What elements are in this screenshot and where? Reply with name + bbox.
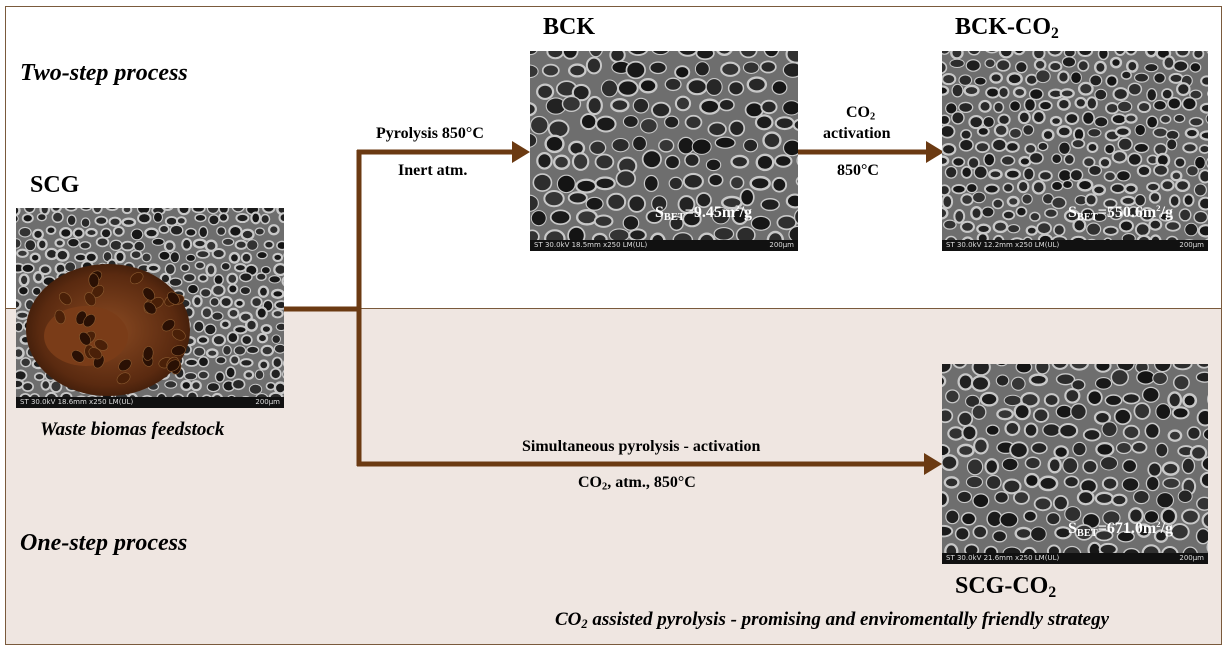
bck-co2-sem-footer: ST 30.0kV 12.2mm x250 LM(UL)200µm bbox=[942, 240, 1208, 251]
bck-sem-footer: ST 30.0kV 18.5mm x250 LM(UL)200µm bbox=[530, 240, 798, 251]
temp-label: 850°C bbox=[837, 162, 879, 179]
scg-co2-sem-image: SBET=671.0m2/g ST 30.0kV 21.6mm x250 LM(… bbox=[942, 364, 1208, 564]
inert-label: Inert atm. bbox=[398, 162, 468, 179]
co2-atm-label: CO2, atm., 850°C bbox=[578, 474, 696, 493]
scg-co2-sem-footer: ST 30.0kV 21.6mm x250 LM(UL)200µm bbox=[942, 553, 1208, 564]
bck-co2-texture bbox=[942, 51, 1208, 251]
scg-co2-title: SCG-CO2 bbox=[955, 573, 1057, 601]
feedstock-caption: Waste biomas feedstock bbox=[40, 419, 225, 440]
panel-divider bbox=[6, 308, 1221, 309]
activation-label: activation bbox=[823, 125, 891, 142]
co2-label: CO2 bbox=[846, 104, 876, 123]
bck-title: BCK bbox=[543, 14, 596, 40]
one-step-label: One-step process bbox=[20, 530, 188, 556]
scg-sem-footer: ST 30.0kV 18.6mm x250 LM(UL)200µm bbox=[16, 397, 284, 408]
strategy-caption: CO2 assisted pyrolysis - promising and e… bbox=[555, 609, 1110, 632]
bck-sbet: SBET=9.45m2/g bbox=[655, 203, 753, 223]
scg-co2-texture bbox=[942, 364, 1208, 564]
bck-texture bbox=[530, 51, 798, 251]
arrowhead-simultaneous bbox=[924, 453, 942, 475]
bck-sem-image: SBET=9.45m2/g ST 30.0kV 18.5mm x250 LM(U… bbox=[530, 51, 798, 251]
bck-co2-sbet: SBET=550.6m2/g bbox=[1068, 203, 1174, 223]
scg-title: SCG bbox=[30, 172, 80, 198]
arrowhead-pyrolysis bbox=[512, 141, 530, 163]
simultaneous-label: Simultaneous pyrolysis - activation bbox=[522, 438, 761, 455]
two-step-label: Two-step process bbox=[20, 60, 188, 86]
bck-co2-sem-image: SBET=550.6m2/g ST 30.0kV 12.2mm x250 LM(… bbox=[942, 51, 1208, 251]
pyrolysis-label: Pyrolysis 850°C bbox=[376, 125, 484, 142]
arrowhead-activation bbox=[926, 141, 944, 163]
bck-co2-title: BCK-CO2 bbox=[955, 14, 1059, 42]
diagram-frame bbox=[5, 6, 1222, 645]
coffee-beans-image bbox=[26, 264, 190, 396]
scg-sem-image: ST 30.0kV 18.6mm x250 LM(UL)200µm bbox=[16, 208, 284, 408]
scg-co2-sbet: SBET=671.0m2/g bbox=[1068, 519, 1174, 539]
